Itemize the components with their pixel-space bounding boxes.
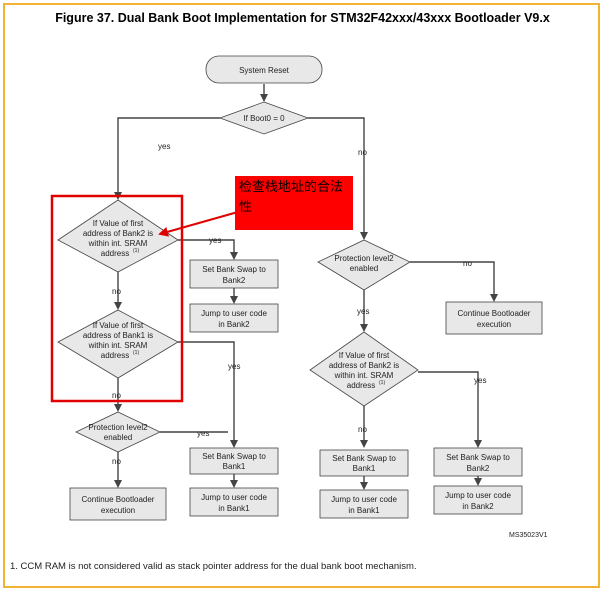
label-yes-3: yes — [228, 362, 240, 371]
svg-text:(1): (1) — [133, 248, 139, 254]
svg-text:address: address — [101, 351, 129, 360]
node-system-reset: System Reset — [205, 55, 323, 84]
node-jump-bank2-left: Jump to user code in Bank2 — [189, 303, 279, 333]
node-swap-bank2-right: Set Bank Swap to Bank2 — [433, 447, 523, 477]
node-if-boot0: If Boot0 = 0 — [218, 101, 310, 135]
svg-text:If Value of first: If Value of first — [93, 219, 144, 228]
svg-text:Continue Bootloader: Continue Bootloader — [458, 309, 531, 318]
svg-text:address of Bank1 is: address of Bank1 is — [83, 331, 153, 340]
edge-labels: yes no yes no yes no yes no no yes yes n… — [112, 142, 486, 466]
figure-code: MS35023V1 — [509, 532, 548, 539]
label-no-1: no — [358, 148, 367, 157]
node-bank2-check-left: If Value of first address of Bank2 is wi… — [57, 199, 179, 273]
label-yes-6: yes — [474, 376, 486, 385]
svg-text:System Reset: System Reset — [239, 66, 290, 75]
label-yes-2: yes — [209, 236, 221, 245]
svg-text:enabled: enabled — [350, 264, 378, 273]
annotation-note: 检查栈地址的合法性 — [235, 176, 353, 230]
svg-text:Bank1: Bank1 — [353, 464, 376, 473]
svg-text:Jump to user code: Jump to user code — [201, 309, 267, 318]
svg-text:Set Bank Swap to: Set Bank Swap to — [332, 454, 396, 463]
svg-text:within int. SRAM: within int. SRAM — [88, 341, 148, 350]
svg-text:address: address — [101, 249, 129, 258]
svg-text:Set Bank Swap to: Set Bank Swap to — [202, 452, 266, 461]
svg-text:in Bank1: in Bank1 — [218, 504, 250, 513]
svg-text:in Bank1: in Bank1 — [348, 506, 380, 515]
svg-text:If Value of first: If Value of first — [339, 351, 390, 360]
node-bank2-check-right: If Value of first address of Bank2 is wi… — [309, 331, 419, 407]
svg-text:Jump to user code: Jump to user code — [445, 491, 511, 500]
svg-text:execution: execution — [101, 506, 135, 515]
node-jump-bank1-right: Jump to user code in Bank1 — [319, 489, 409, 519]
node-swap-bank1-mid: Set Bank Swap to Bank1 — [189, 447, 279, 475]
node-jump-bank2-right: Jump to user code in Bank2 — [433, 485, 523, 515]
svg-text:within int. SRAM: within int. SRAM — [88, 239, 148, 248]
svg-text:Bank1: Bank1 — [223, 462, 246, 471]
label-no-5: no — [463, 259, 472, 268]
svg-text:Continue Bootloader: Continue Bootloader — [82, 495, 155, 504]
svg-text:If Boot0 = 0: If Boot0 = 0 — [243, 114, 285, 123]
svg-text:Jump to user code: Jump to user code — [201, 493, 267, 502]
svg-text:(1): (1) — [133, 350, 139, 356]
node-swap-bank1-right: Set Bank Swap to Bank1 — [319, 449, 409, 477]
node-protection-right: Protection level2 enabled — [317, 239, 411, 291]
node-bank1-check: If Value of first address of Bank1 is wi… — [57, 309, 179, 379]
node-protection-left: Protection level2 enabled — [75, 411, 161, 453]
label-no-6: no — [358, 425, 367, 434]
svg-text:within int. SRAM: within int. SRAM — [334, 371, 394, 380]
label-yes-4: yes — [197, 429, 209, 438]
node-continue-left: Continue Bootloader execution — [69, 487, 167, 521]
figure-title: Figure 37. Dual Bank Boot Implementation… — [55, 11, 550, 25]
svg-text:Set Bank Swap to: Set Bank Swap to — [446, 453, 510, 462]
node-jump-bank1-mid: Jump to user code in Bank1 — [189, 487, 279, 517]
footnote: 1. CCM RAM is not considered valid as st… — [10, 561, 417, 572]
label-no-2: no — [112, 287, 121, 296]
svg-text:in Bank2: in Bank2 — [462, 502, 494, 511]
svg-text:Set Bank Swap to: Set Bank Swap to — [202, 265, 266, 274]
svg-text:address: address — [347, 381, 375, 390]
label-yes-5: yes — [357, 307, 369, 316]
connectors — [114, 84, 498, 490]
svg-text:Bank2: Bank2 — [223, 276, 246, 285]
svg-text:in Bank2: in Bank2 — [218, 320, 250, 329]
svg-text:Jump to user code: Jump to user code — [331, 495, 397, 504]
svg-text:address of Bank2 is: address of Bank2 is — [329, 361, 399, 370]
svg-text:execution: execution — [477, 320, 511, 329]
svg-text:If Value of first: If Value of first — [93, 321, 144, 330]
label-no-3: no — [112, 391, 121, 400]
svg-text:enabled: enabled — [104, 433, 132, 442]
svg-text:Bank2: Bank2 — [467, 464, 490, 473]
highlight-box — [50, 194, 184, 403]
svg-text:Protection level2: Protection level2 — [88, 423, 148, 432]
svg-text:Protection level2: Protection level2 — [334, 254, 394, 263]
node-swap-bank2-left: Set Bank Swap to Bank2 — [189, 259, 279, 289]
svg-text:address of Bank2 is: address of Bank2 is — [83, 229, 153, 238]
label-no-4: no — [112, 457, 121, 466]
label-yes-1: yes — [158, 142, 170, 151]
node-continue-right: Continue Bootloader execution — [445, 301, 543, 335]
svg-text:(1): (1) — [379, 380, 385, 386]
